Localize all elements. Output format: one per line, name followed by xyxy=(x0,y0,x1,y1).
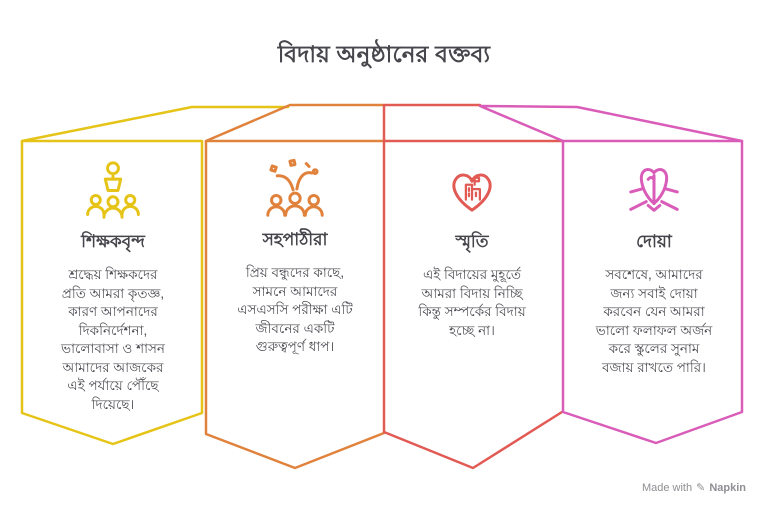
panel-classmates: সহপাঠীরা প্রিয় বন্ধুদের কাছে, সামনে আমা… xyxy=(213,158,377,357)
watermark-brand: Napkin xyxy=(709,481,746,494)
watermark-made-with: Made with xyxy=(641,481,693,494)
panel-body: সবশেষে, আমাদের জন্য সবাই দোয়া করবেন যেন… xyxy=(595,267,713,375)
panel-heading: সহপাঠীরা xyxy=(262,230,328,249)
heart-school-icon xyxy=(444,160,500,220)
panel-heading: শিক্ষকবৃন্দ xyxy=(81,232,145,251)
panel-memories: স্মৃতি এই বিদায়ের মুহূর্তে আমরা বিদায় … xyxy=(390,160,554,340)
panel-heading: স্মৃতি xyxy=(455,232,489,251)
banner-outline-teachers xyxy=(22,107,288,444)
praying-hands-icon xyxy=(623,160,685,220)
panel-teachers: শিক্ষকবৃন্দ শ্রদ্ধেয় শিক্ষকদের প্রতি আম… xyxy=(31,160,195,414)
banner-outline-prayer xyxy=(480,106,742,443)
panel-body: এই বিদায়ের মুহূর্তে আমরা বিদায় নিচ্ছি … xyxy=(418,267,526,338)
celebration-people-icon xyxy=(265,158,325,218)
banner-outline-classmates xyxy=(206,105,384,468)
lecture-podium-icon xyxy=(84,160,142,220)
panel-body: শ্রদ্ধেয় শিক্ষকদের প্রতি আমরা কৃতজ্ঞ, ক… xyxy=(61,267,165,412)
napkin-watermark: Made with ✎ Napkin xyxy=(641,481,746,495)
panel-body: প্রিয় বন্ধুদের কাছে, সামনে আমাদের এসএসস… xyxy=(237,265,353,354)
page-title: বিদায় অনুষ্ঠানের বক্তব্য xyxy=(277,41,491,67)
panel-heading: দোয়া xyxy=(636,232,672,251)
banner-outline-memories xyxy=(384,105,562,468)
pen-icon: ✎ xyxy=(696,482,706,494)
panel-prayer: দোয়া সবশেষে, আমাদের জন্য সবাই দোয়া করব… xyxy=(572,160,736,377)
